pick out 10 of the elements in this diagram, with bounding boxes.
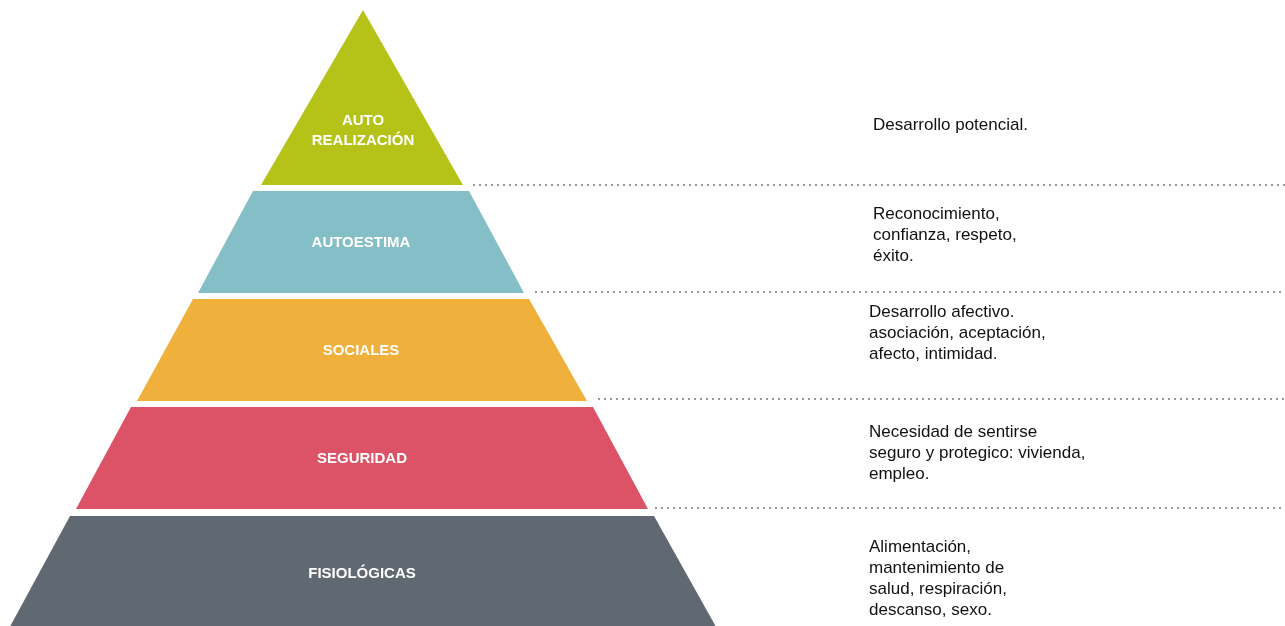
level-label: FISIOLÓGICAS xyxy=(307,563,417,583)
level-description: Reconocimiento, confianza, respeto, éxito. xyxy=(873,203,1018,266)
level-description: Alimentación, mantenimiento de salud, respiración, descanso, sexo. xyxy=(869,536,1008,620)
level-label: AUTO REALIZACIÓN xyxy=(310,110,416,150)
level-label: SEGURIDAD xyxy=(316,448,408,468)
level-description: Desarrollo afectivo. asociación, aceptación, afecto, intimidad. xyxy=(869,301,1047,364)
level-label: SOCIALES xyxy=(321,340,401,360)
level-label: AUTOESTIMA xyxy=(310,232,412,252)
level-description: Desarrollo potencial. xyxy=(873,114,1029,135)
level-description: Necesidad de sentirse seguro y protegico: vivienda, empleo. xyxy=(869,421,1087,484)
